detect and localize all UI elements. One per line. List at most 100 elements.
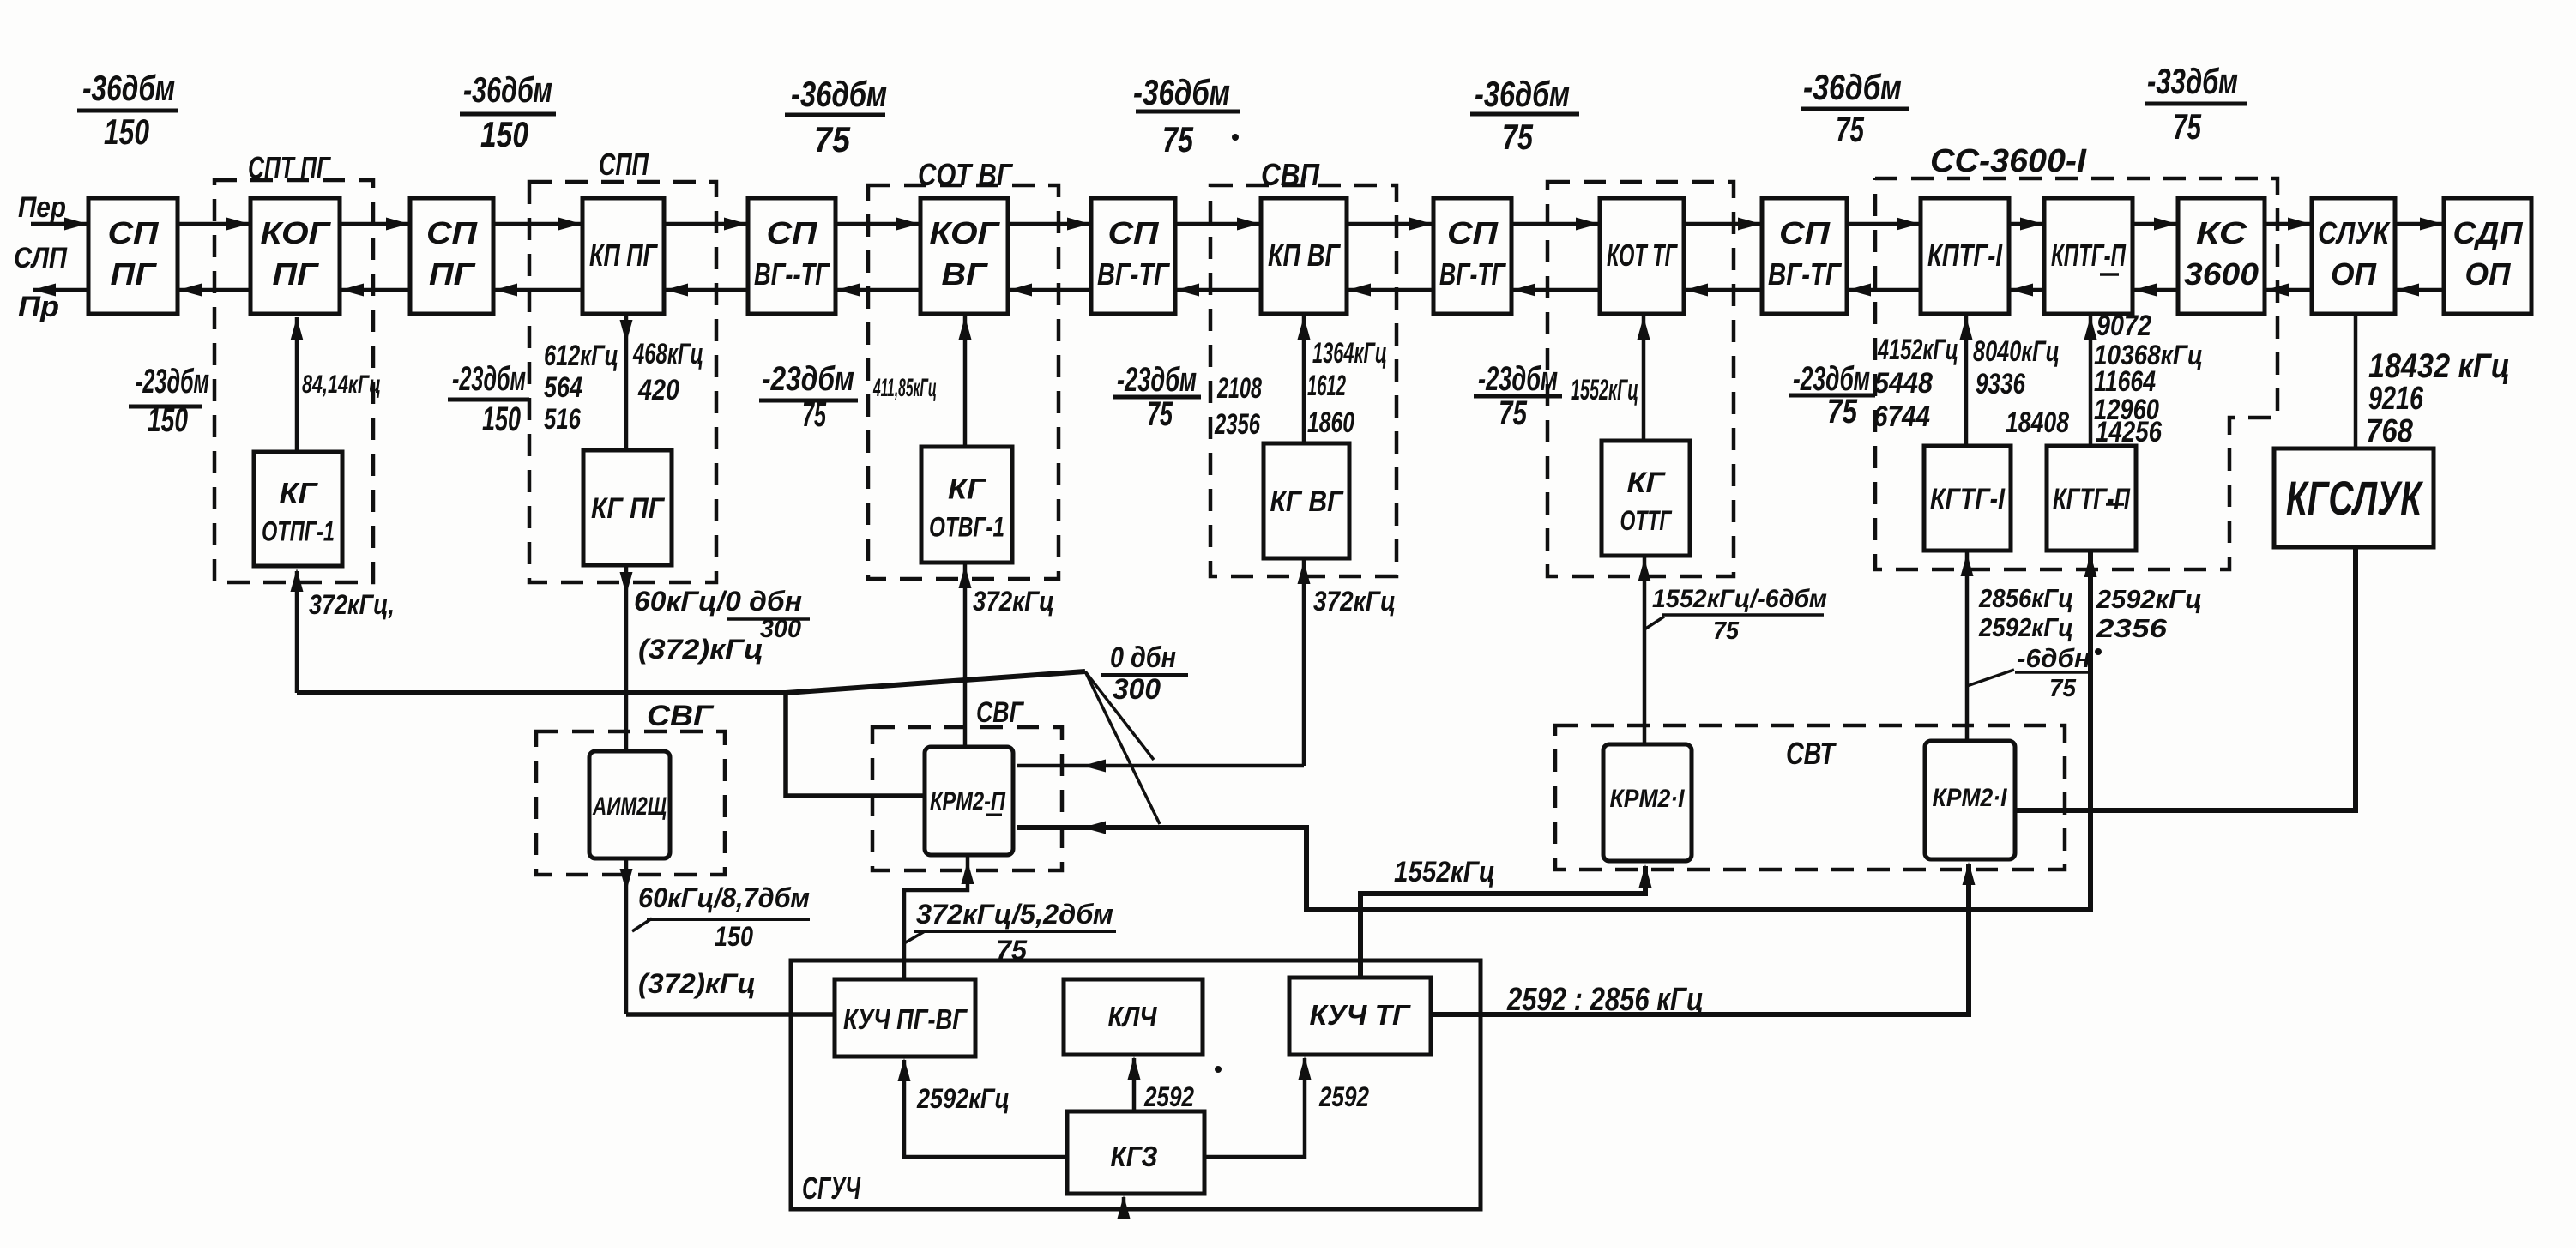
svg-text:60кГц/8,7дбм: 60кГц/8,7дбм	[638, 882, 810, 913]
svg-text:КПТГ-I: КПТГ-I	[1927, 238, 2003, 273]
svg-text:ВГ-ТГ: ВГ-ТГ	[1768, 256, 1843, 292]
svg-text:КГЗ: КГЗ	[1111, 1141, 1158, 1172]
svg-text:-23дбм: -23дбм	[762, 360, 854, 398]
svg-text:СП: СП	[1447, 215, 1499, 250]
svg-text:КГ ПГ: КГ ПГ	[591, 492, 666, 525]
svg-text:ОТТГ: ОТТГ	[1620, 505, 1673, 536]
svg-text:14256: 14256	[2096, 416, 2163, 448]
svg-text:АИМ2Щ: АИМ2Щ	[592, 792, 667, 821]
svg-text:-6дбн: -6дбн	[2017, 643, 2090, 673]
svg-text:2108: 2108	[1216, 372, 1262, 405]
svg-text:ВГ: ВГ	[942, 256, 989, 292]
svg-text:9072: 9072	[2096, 310, 2151, 342]
svg-text:150: 150	[715, 921, 753, 952]
svg-text:ОП: ОП	[2465, 256, 2512, 292]
svg-text:СВП: СВП	[1261, 157, 1320, 192]
svg-text:420: 420	[637, 374, 679, 406]
svg-text:150: 150	[104, 111, 149, 152]
svg-text:372кГц/5,2дбм: 372кГц/5,2дбм	[916, 899, 1113, 930]
svg-text:60кГц/0 дбн: 60кГц/0 дбн	[634, 586, 802, 617]
svg-text:6744: 6744	[1873, 400, 1930, 433]
svg-text:КУЧ ПГ-ВГ: КУЧ ПГ-ВГ	[843, 1003, 968, 1035]
svg-text:4152кГц: 4152кГц	[1877, 334, 1958, 366]
svg-text:СВГ: СВГ	[647, 700, 715, 732]
svg-text:768: 768	[2366, 413, 2414, 449]
svg-text:(372)кГц: (372)кГц	[638, 634, 763, 665]
svg-text:1612: 1612	[1307, 370, 1346, 402]
svg-text:75: 75	[1499, 394, 1528, 432]
svg-text:2356: 2356	[2096, 613, 2168, 643]
svg-text:КРМ2-П: КРМ2-П	[930, 787, 1006, 816]
svg-text:75: 75	[802, 396, 826, 434]
svg-text:КГСЛУК: КГСЛУК	[2286, 471, 2424, 525]
svg-text:СОТ ВГ: СОТ ВГ	[918, 157, 1014, 192]
svg-text:468кГц: 468кГц	[632, 338, 703, 370]
svg-text:КП ПГ: КП ПГ	[589, 238, 658, 273]
svg-text:2592кГц: 2592кГц	[2096, 584, 2202, 614]
svg-text:2592: 2592	[1143, 1081, 1194, 1112]
svg-text:СП: СП	[426, 215, 478, 250]
svg-text:18432 кГц: 18432 кГц	[2368, 347, 2510, 385]
svg-text:СП: СП	[767, 215, 818, 250]
svg-text:ОТПГ-1: ОТПГ-1	[262, 516, 335, 547]
svg-text:СС-3600-I: СС-3600-I	[1930, 143, 2087, 179]
svg-text:-36дбм: -36дбм	[82, 68, 175, 108]
svg-text:КПТГ-П: КПТГ-П	[2051, 238, 2127, 273]
svg-text:10368кГц: 10368кГц	[2094, 340, 2203, 370]
svg-text:564: 564	[544, 371, 582, 404]
svg-text:(372)кГц: (372)кГц	[638, 968, 756, 999]
svg-text:150: 150	[480, 114, 528, 154]
svg-text:11664: 11664	[2094, 365, 2156, 398]
svg-text:9336: 9336	[1976, 368, 2026, 400]
svg-text:-36дбм: -36дбм	[463, 69, 552, 110]
svg-text:1364кГц: 1364кГц	[1312, 337, 1387, 370]
svg-text:КОГ: КОГ	[930, 215, 1001, 250]
svg-text:300: 300	[1113, 673, 1161, 706]
svg-text:75: 75	[2173, 106, 2201, 147]
svg-text:-23дбм: -23дбм	[136, 363, 209, 400]
svg-text:-23дбм: -23дбм	[452, 360, 526, 398]
svg-text:1552кГц/-6дбм: 1552кГц/-6дбм	[1652, 585, 1827, 613]
svg-text:ПГ: ПГ	[429, 256, 476, 292]
svg-text:-23дбм: -23дбм	[1117, 361, 1197, 399]
svg-text:84,14кГц: 84,14кГц	[302, 370, 381, 399]
svg-text:612кГц: 612кГц	[544, 340, 618, 372]
svg-text:СЛП: СЛП	[14, 242, 68, 274]
svg-text:0 дбн: 0 дбн	[1110, 641, 1176, 674]
svg-text:КОТ ТГ: КОТ ТГ	[1607, 238, 1678, 273]
svg-text:150: 150	[148, 401, 188, 439]
svg-text:150: 150	[482, 400, 521, 438]
svg-text:2856кГц: 2856кГц	[1978, 583, 2073, 613]
svg-text:ВГ--ТГ: ВГ--ТГ	[754, 256, 830, 292]
svg-text:СЛУК: СЛУК	[2318, 215, 2391, 250]
svg-text:75: 75	[996, 935, 1028, 966]
svg-text:КС: КС	[2196, 215, 2247, 250]
svg-text:2592 : 2856 кГц: 2592 : 2856 кГц	[1506, 982, 1704, 1018]
svg-text:1552кГц: 1552кГц	[1394, 856, 1495, 888]
svg-text:75: 75	[1502, 117, 1533, 157]
svg-text:75: 75	[1836, 109, 1864, 149]
svg-text:18408: 18408	[2006, 406, 2069, 439]
svg-text:ПГ: ПГ	[111, 256, 158, 292]
svg-text:75: 75	[1147, 395, 1173, 433]
svg-text:Пер: Пер	[18, 191, 66, 224]
svg-text:-36дбм: -36дбм	[1475, 74, 1570, 114]
svg-text:КГ: КГ	[280, 478, 319, 510]
svg-text:-36дбм: -36дбм	[1133, 72, 1230, 112]
svg-text:-23дбм: -23дбм	[1478, 360, 1558, 398]
svg-text:3600: 3600	[2184, 256, 2259, 292]
svg-text:КРМ2·I: КРМ2·I	[1933, 784, 2008, 812]
svg-text:411,85кГц: 411,85кГц	[872, 374, 937, 402]
svg-text:ПГ: ПГ	[273, 256, 320, 292]
svg-text:ОП: ОП	[2331, 256, 2377, 292]
svg-text:СПП: СПП	[599, 147, 649, 182]
svg-text:КУЧ ТГ: КУЧ ТГ	[1310, 999, 1412, 1031]
svg-text:300: 300	[760, 615, 801, 643]
svg-text:КП ВГ: КП ВГ	[1268, 238, 1342, 273]
svg-text:5448: 5448	[1874, 367, 1933, 400]
svg-text:-36дбм: -36дбм	[791, 74, 887, 114]
svg-text:2356: 2356	[1214, 408, 1260, 441]
svg-text:ВГ-ТГ: ВГ-ТГ	[1439, 256, 1506, 292]
svg-text:516: 516	[544, 403, 582, 436]
svg-text:372кГц: 372кГц	[1313, 586, 1396, 617]
